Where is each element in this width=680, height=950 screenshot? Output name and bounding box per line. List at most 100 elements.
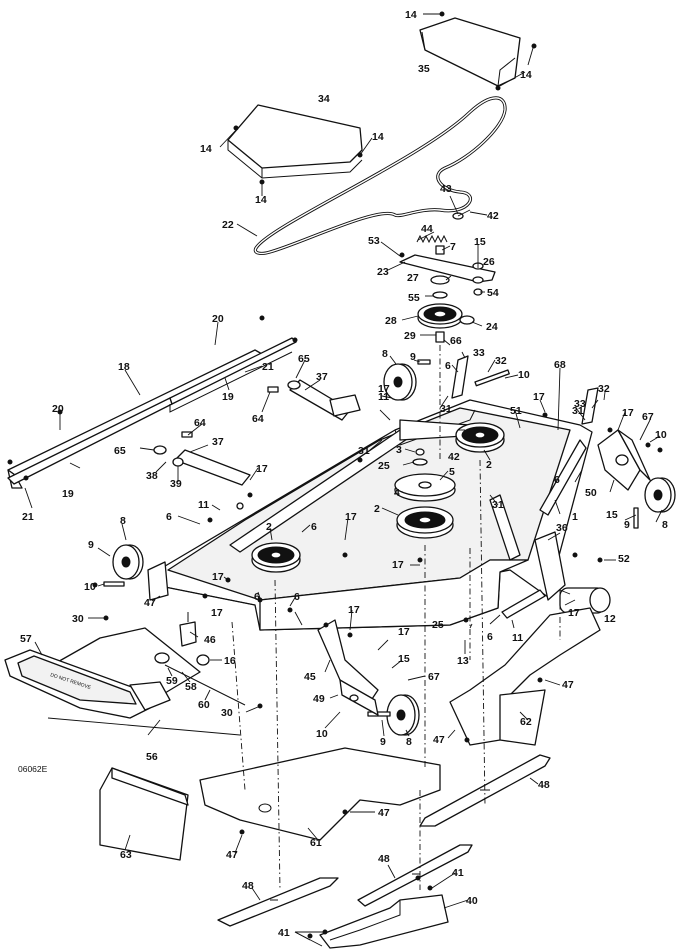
belt-cover-left-34 [227,104,363,185]
callout-59: 59 [166,675,178,687]
callout-6: 6 [166,511,172,523]
callout-14: 14 [200,143,212,155]
callout-20: 20 [212,313,224,325]
callout-36: 36 [556,522,568,534]
mower-deck-shell-1 [154,399,593,631]
height-bracket-center-45 [317,619,379,716]
anti-scalp-roller-12 [501,531,611,619]
callout-6: 6 [487,631,493,643]
callout-63: 63 [120,849,132,861]
callout-14: 14 [255,194,267,206]
callout-52: 52 [618,553,630,565]
callout-64: 64 [252,413,264,425]
callout-65: 65 [298,353,310,365]
callout-47: 47 [562,679,574,691]
spindle-pulley-right-2 [455,422,505,453]
callout-42: 42 [487,210,499,222]
callout-51: 51 [510,405,522,417]
callout-9: 9 [88,539,94,551]
callout-49: 49 [313,693,325,705]
discharge-deflector-57: DO NOT REMOVE [4,615,263,719]
callout-11: 11 [378,391,389,403]
gauge-wheel-right-8 [633,477,676,529]
callout-31: 31 [572,405,584,417]
callout-64: 64 [194,417,206,429]
callout-17: 17 [398,626,410,638]
callout-27: 27 [407,272,419,284]
callout-17: 17 [345,511,357,523]
callout-40: 40 [466,895,478,907]
callout-37: 37 [316,371,328,383]
callout-68: 68 [554,359,566,371]
callout-38: 38 [146,470,158,482]
callout-17: 17 [211,607,223,619]
belt-cover-right-35 [419,11,537,91]
callout-32: 32 [495,355,507,367]
callout-67: 67 [642,411,654,423]
callout-50: 50 [585,487,597,499]
callout-23: 23 [377,266,389,278]
callout-55: 55 [408,292,420,304]
side-shield-63 [99,767,189,861]
callout-15: 15 [474,236,486,248]
callout-10: 10 [84,581,96,593]
pivot-shaft-37 [267,379,361,421]
callout-33: 33 [473,347,485,359]
callout-35: 35 [418,63,430,75]
callout-66: 66 [450,335,462,347]
callout-15: 15 [606,509,618,521]
leader-lines [24,13,663,947]
callout-8: 8 [406,736,412,748]
callout-45: 45 [304,671,316,683]
callout-18: 18 [118,361,130,373]
callout-6: 6 [254,591,260,603]
callout-14: 14 [372,131,384,143]
callout-10: 10 [518,369,530,381]
callout-20: 20 [52,403,64,415]
callout-31: 31 [440,403,452,415]
callout-65: 65 [114,445,126,457]
callout-61: 61 [310,837,322,849]
callout-6: 6 [445,360,451,372]
callout-9: 9 [624,519,630,531]
callout-57: 57 [20,633,32,645]
callout-28: 28 [385,315,397,327]
callout-48: 48 [242,880,254,892]
callout-33: 33 [574,398,586,410]
pivot-shaft-37b [153,431,251,486]
callout-21: 21 [262,361,274,373]
callout-17: 17 [212,571,224,583]
callout-42: 42 [448,451,460,463]
callout-43: 43 [440,183,452,195]
callout-4: 4 [394,487,400,499]
callout-9: 9 [380,736,386,748]
wheel-bracket-right-50 [597,429,651,491]
callout-17: 17 [256,463,268,475]
gauge-wheel-bottom-8 [367,694,420,736]
idler-arm-23 [399,252,496,283]
callout-6: 6 [554,474,560,486]
callout-48: 48 [378,853,390,865]
callout-17: 17 [622,407,634,419]
callout-6: 6 [311,521,317,533]
callout-24: 24 [486,321,498,333]
callout-41: 41 [278,927,290,939]
callout-2: 2 [374,503,380,515]
height-bracket-33 [451,355,599,425]
callout-47: 47 [144,597,156,609]
callout-19: 19 [222,391,234,403]
callout-31: 31 [358,445,370,457]
callout-17: 17 [378,383,390,395]
callout-54: 54 [487,287,499,299]
callout-10: 10 [316,728,328,740]
callout-41: 41 [452,867,464,879]
callout-32: 32 [598,383,610,395]
callout-8: 8 [120,515,126,527]
callout-9: 9 [410,351,416,363]
gauge-wheel-left-8 [103,544,169,601]
callout-17: 17 [392,559,404,571]
callout-53: 53 [368,235,380,247]
chute-bracket-46 [179,612,197,647]
shield-62 [449,607,601,746]
